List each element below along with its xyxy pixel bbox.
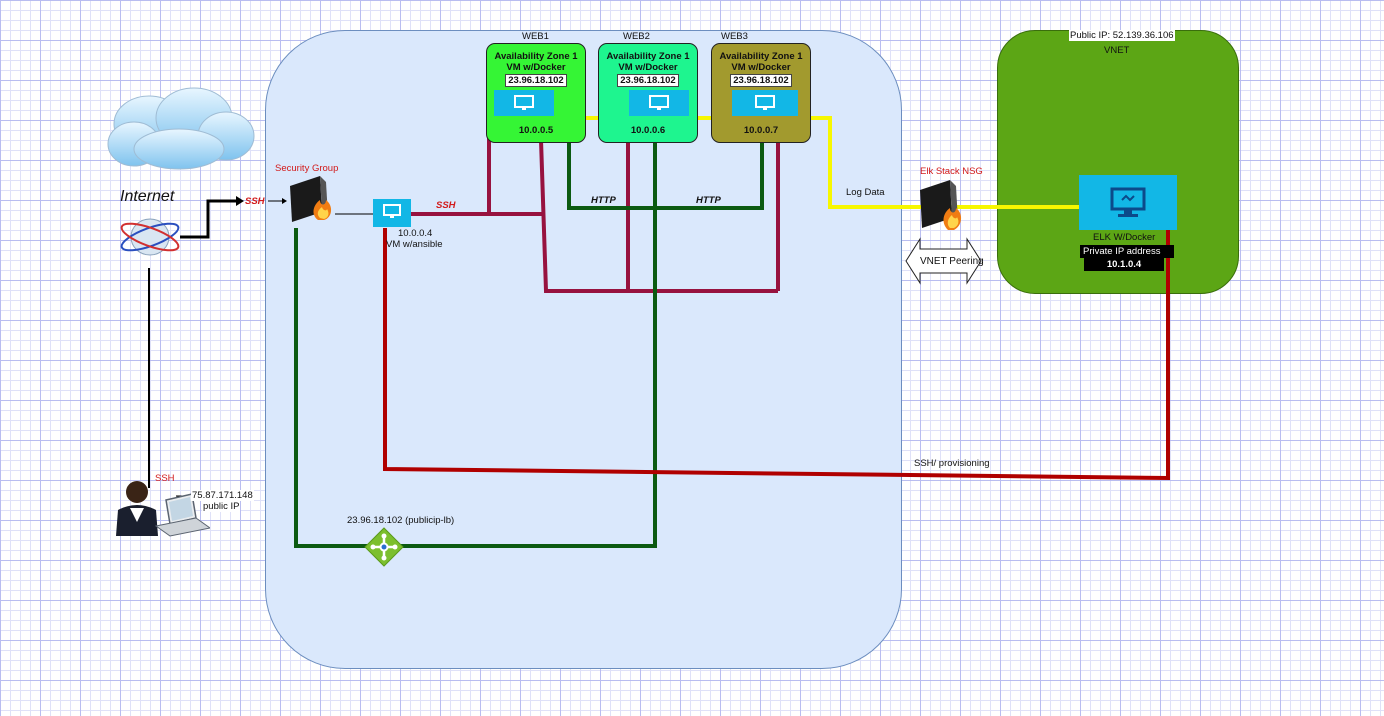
web1-label: WEB1 [522, 31, 549, 42]
jumpbox-ssh-label: SSH [436, 200, 456, 211]
web3-label: WEB3 [721, 31, 748, 42]
zone-public-ip: 23.96.18.102 [730, 74, 792, 87]
provisioning-label: SSH/ provisioning [914, 458, 990, 469]
vnet-peering-label: VNET Peering [920, 256, 984, 267]
zone-subtitle: VM w/Docker [618, 62, 678, 73]
zone-private-ip: 10.0.0.6 [630, 125, 666, 136]
jumpbox-name: VM w/ansible [386, 239, 443, 250]
web2-label: WEB2 [623, 31, 650, 42]
http-line [567, 140, 764, 210]
load-balancer-icon[interactable] [364, 527, 404, 567]
zone-subtitle: VM w/Docker [506, 62, 566, 73]
maroon-bus-web1 [539, 139, 778, 293]
elk-private-ip-label: Private IP address [1080, 245, 1174, 258]
lb-line-web2 [294, 140, 657, 548]
internet-label: Internet [120, 188, 175, 205]
internet-globe-icon [120, 218, 180, 256]
load-balancer-label: 23.96.18.102 (publicip-lb) [347, 515, 455, 526]
internet-ssh-arrow [180, 199, 236, 239]
firewall-icon[interactable] [288, 174, 338, 226]
user-ssh-label: SSH [155, 473, 175, 484]
firewall-icon[interactable] [918, 178, 968, 236]
elk-vm-icon[interactable] [1079, 175, 1177, 230]
availability-zone-web2[interactable]: Availability Zone 1 VM w/Docker 23.96.18… [598, 43, 698, 143]
monitor-icon [732, 90, 798, 116]
log-data-label: Log Data [846, 187, 885, 198]
zone-public-ip: 23.96.18.102 [505, 74, 567, 87]
vnet-public-ip: Public IP: 52.139.36.106 [1069, 30, 1175, 41]
provisioning-line [383, 228, 1170, 481]
jumpbox-ip: 10.0.0.4 [398, 228, 433, 239]
user-ip: 75.87.171.148 [191, 490, 254, 501]
zone-private-ip: 10.0.0.5 [518, 125, 554, 136]
cloud-icon [107, 87, 255, 170]
zone-public-ip: 23.96.18.102 [617, 74, 679, 87]
zone-title: Availability Zone 1 [606, 51, 690, 62]
vnet-peering-arrow [905, 237, 982, 285]
elk-private-ip: 10.1.0.4 [1084, 258, 1164, 271]
zone-title: Availability Zone 1 [719, 51, 803, 62]
zone-title: Availability Zone 1 [494, 51, 578, 62]
vnet-label: VNET [1104, 45, 1130, 56]
elk-name: ELK W/Docker [1093, 232, 1156, 243]
jumpbox-vm-icon[interactable] [373, 199, 411, 227]
availability-zone-web3[interactable]: Availability Zone 1 VM w/Docker 23.96.18… [711, 43, 811, 143]
zone-subtitle: VM w/Docker [731, 62, 791, 73]
monitor-icon [494, 90, 554, 116]
zone-private-ip: 10.0.0.7 [743, 125, 779, 136]
http-label-1: HTTP [591, 195, 616, 206]
user-ip-label: public IP [202, 501, 241, 512]
security-group-label: Security Group [275, 163, 339, 174]
internet-ssh-label: SSH [245, 196, 265, 207]
http-label-2: HTTP [696, 195, 721, 206]
availability-zone-web1[interactable]: Availability Zone 1 VM w/Docker 23.96.18… [486, 43, 586, 143]
user-laptop-icon [116, 481, 210, 537]
elk-nsg-label: Elk Stack NSG [920, 166, 983, 177]
monitor-icon [629, 90, 689, 116]
